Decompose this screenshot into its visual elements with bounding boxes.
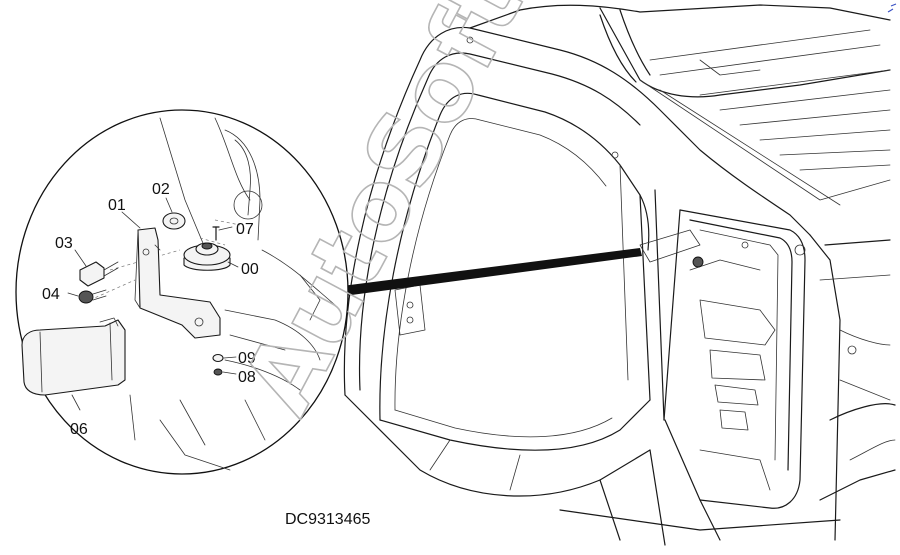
- bolt-part: [79, 261, 105, 287]
- callout-03: 03: [55, 235, 73, 252]
- callout-07: 07: [236, 221, 254, 238]
- washer-part: [162, 212, 186, 230]
- callout-09: 09: [238, 350, 256, 367]
- callout-00: 00: [241, 261, 259, 278]
- nut-part: [213, 368, 223, 376]
- corner-mark: [887, 3, 897, 13]
- cover-part: [21, 319, 126, 396]
- callout-01: 01: [108, 197, 126, 214]
- callout-02: 02: [152, 181, 170, 198]
- cab-frame: [343, 4, 896, 546]
- callout-04: 04: [42, 286, 60, 303]
- drawing-code: DC9313465: [285, 511, 371, 528]
- washer-small-part: [212, 353, 224, 363]
- callout-06: 06: [70, 421, 88, 438]
- callout-08: 08: [238, 369, 256, 386]
- flange-bolt-part: [78, 290, 94, 304]
- detail-view: 01 02 03 04 06 07 00 09 08: [15, 109, 349, 475]
- detail-leader: [342, 248, 642, 296]
- bracket-part: [137, 227, 221, 339]
